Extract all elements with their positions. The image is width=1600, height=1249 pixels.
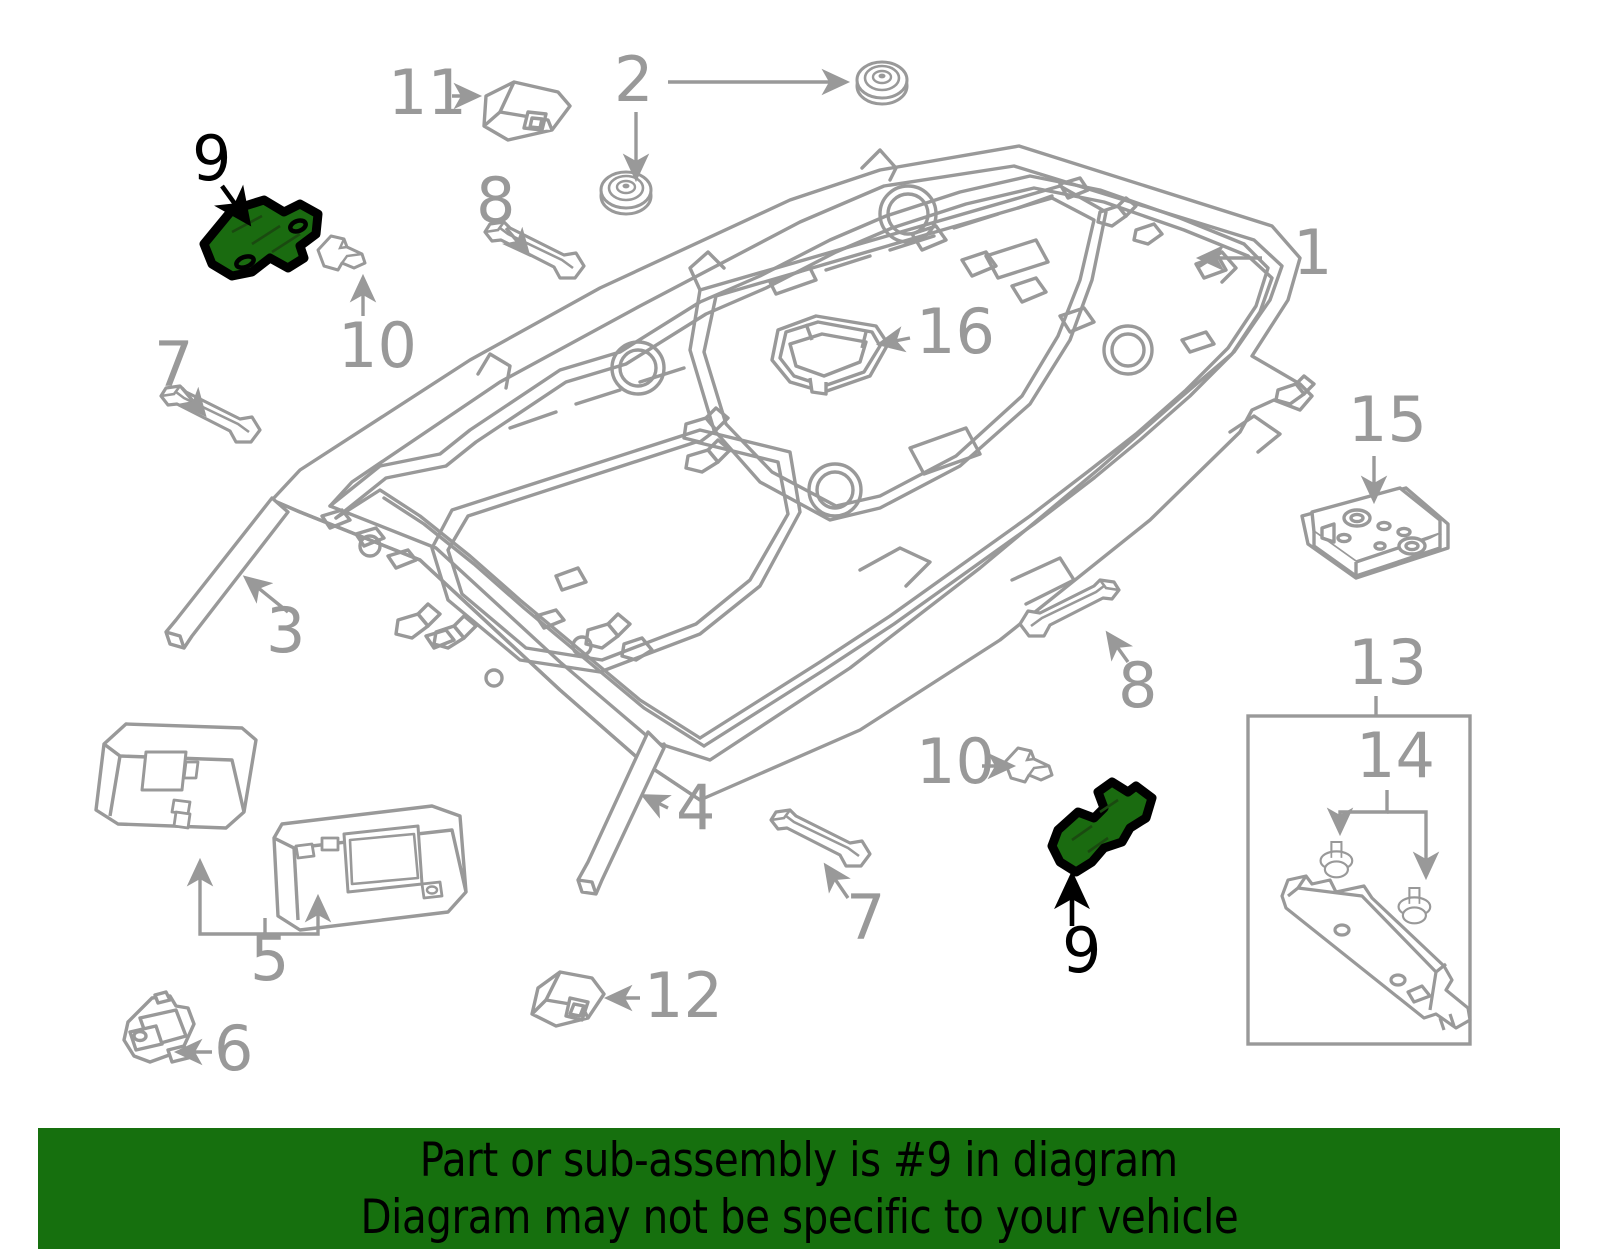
callout-label-15: 15 bbox=[1348, 383, 1427, 456]
banner-line-1: Part or sub-assembly is #9 in diagram bbox=[420, 1132, 1178, 1188]
callout-leader-5 bbox=[186, 857, 332, 937]
callout-label-1: 1 bbox=[1293, 216, 1332, 289]
headliner-main-body bbox=[270, 144, 1316, 802]
callout-label-12: 12 bbox=[644, 959, 723, 1032]
callout-leader-9-left bbox=[214, 184, 252, 227]
part-12-cover bbox=[530, 970, 606, 1028]
callout-label-3: 3 bbox=[266, 594, 305, 667]
callout-label-9-right: 9 bbox=[1062, 914, 1101, 987]
callout-leader-2 bbox=[622, 68, 851, 183]
callout-leader-7-right bbox=[823, 862, 851, 899]
callout-label-6: 6 bbox=[214, 1012, 253, 1085]
part-3-roof-side-rail bbox=[164, 496, 290, 650]
part-9-bracket-holes-left bbox=[234, 218, 308, 270]
callout-label-8-right: 8 bbox=[1118, 649, 1157, 722]
callout-label-10-left: 10 bbox=[338, 309, 417, 382]
callout-label-5: 5 bbox=[250, 922, 289, 995]
part-9-bracket-highlighted-right bbox=[1047, 777, 1157, 877]
callout-label-9-left: 9 bbox=[192, 122, 231, 195]
callout-label-13: 13 bbox=[1348, 626, 1427, 699]
part-7-assist-grip-right bbox=[769, 808, 872, 868]
callout-label-4: 4 bbox=[676, 771, 715, 844]
callout-label-8-left: 8 bbox=[476, 164, 515, 237]
callout-label-7-right: 7 bbox=[846, 881, 885, 954]
callout-leader-7-left bbox=[178, 386, 207, 418]
callout-label-16: 16 bbox=[916, 295, 995, 368]
part-16-sunshade-handle bbox=[770, 314, 890, 396]
part-15-overhead-console bbox=[1300, 486, 1450, 580]
callout-label-14: 14 bbox=[1356, 719, 1435, 792]
callout-leader-14 bbox=[1326, 790, 1440, 881]
part-11-cover bbox=[482, 80, 572, 142]
part-8-assist-grip-right bbox=[1018, 578, 1121, 638]
callout-leader-3 bbox=[242, 575, 290, 614]
part-2-grommet-front bbox=[599, 170, 653, 216]
banner-line-2: Diagram may not be specific to your vehi… bbox=[360, 1189, 1238, 1245]
callout-leader-4 bbox=[640, 794, 672, 819]
info-banner: Part or sub-assembly is #9 in diagram Di… bbox=[38, 1128, 1560, 1249]
callout-label-11: 11 bbox=[388, 56, 467, 129]
part-10-bolt-right bbox=[1003, 746, 1054, 784]
part-9-bracket-detail-right bbox=[1071, 798, 1119, 854]
callout-leader-16 bbox=[875, 326, 911, 353]
part-13-trim-rail bbox=[1280, 874, 1472, 1031]
callout-label-7-left: 7 bbox=[154, 328, 193, 401]
part-10-bolt-left bbox=[316, 234, 367, 272]
part-5-sun-visor-left bbox=[94, 722, 258, 830]
callout-label-10-right: 10 bbox=[916, 725, 995, 798]
part-5-sun-visor-right bbox=[272, 804, 468, 932]
callout-leader-8-left bbox=[502, 226, 531, 258]
part-2-grommet-rear bbox=[855, 60, 909, 106]
callout-leader-8-right bbox=[1105, 630, 1134, 663]
part-4-roof-side-rail bbox=[576, 730, 666, 896]
callout-label-2: 2 bbox=[614, 43, 653, 116]
